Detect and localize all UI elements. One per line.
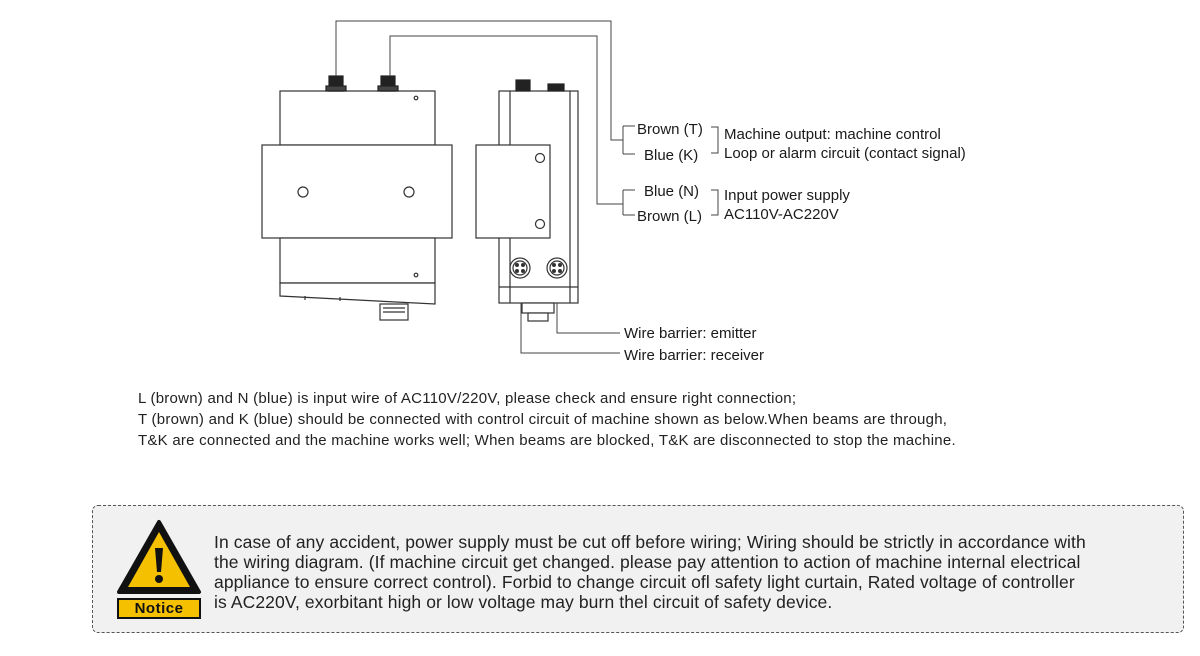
label-blue-k: Blue (K) [644, 147, 698, 164]
description-line: T&K are connected and the machine works … [138, 432, 956, 449]
notice-line: appliance to ensure correct control). Fo… [214, 572, 1075, 592]
description-line: L (brown) and N (blue) is input wire of … [138, 390, 797, 407]
notice-text: In case of any accident, power supply mu… [214, 532, 1180, 612]
label-machine-output: Machine output: machine control [724, 126, 941, 143]
label-brown-l: Brown (L) [637, 208, 702, 225]
wire-leaders [335, 20, 719, 354]
emitter-port [509, 257, 531, 279]
controller-front-view [261, 90, 453, 321]
wiring-diagram: Brown (T) Blue (K) Machine output: machi… [261, 20, 966, 364]
controller-side-view [475, 79, 579, 322]
notice-line: In case of any accident, power supply mu… [214, 532, 1086, 552]
label-receiver: Wire barrier: receiver [624, 347, 764, 364]
warning-triangle-icon [117, 520, 201, 594]
notice-line: the wiring diagram. (If machine circuit … [214, 552, 1081, 572]
label-emitter: Wire barrier: emitter [624, 325, 757, 342]
notice-line: is AC220V, exorbitant high or low voltag… [214, 592, 833, 612]
warning-badge: Notice [115, 518, 203, 622]
notice-label: Notice [117, 598, 201, 619]
label-blue-n: Blue (N) [644, 183, 699, 200]
label-ac-range: AC110V-AC220V [724, 206, 839, 223]
wiring-description: L (brown) and N (blue) is input wire of … [138, 388, 1138, 451]
receiver-port [546, 257, 568, 279]
notice-box: Notice In case of any accident, power su… [92, 505, 1184, 633]
label-input-power: Input power supply [724, 187, 850, 204]
description-line: T (brown) and K (blue) should be connect… [138, 411, 948, 428]
label-brown-t: Brown (T) [637, 121, 703, 138]
label-loop-alarm: Loop or alarm circuit (contact signal) [724, 145, 966, 162]
